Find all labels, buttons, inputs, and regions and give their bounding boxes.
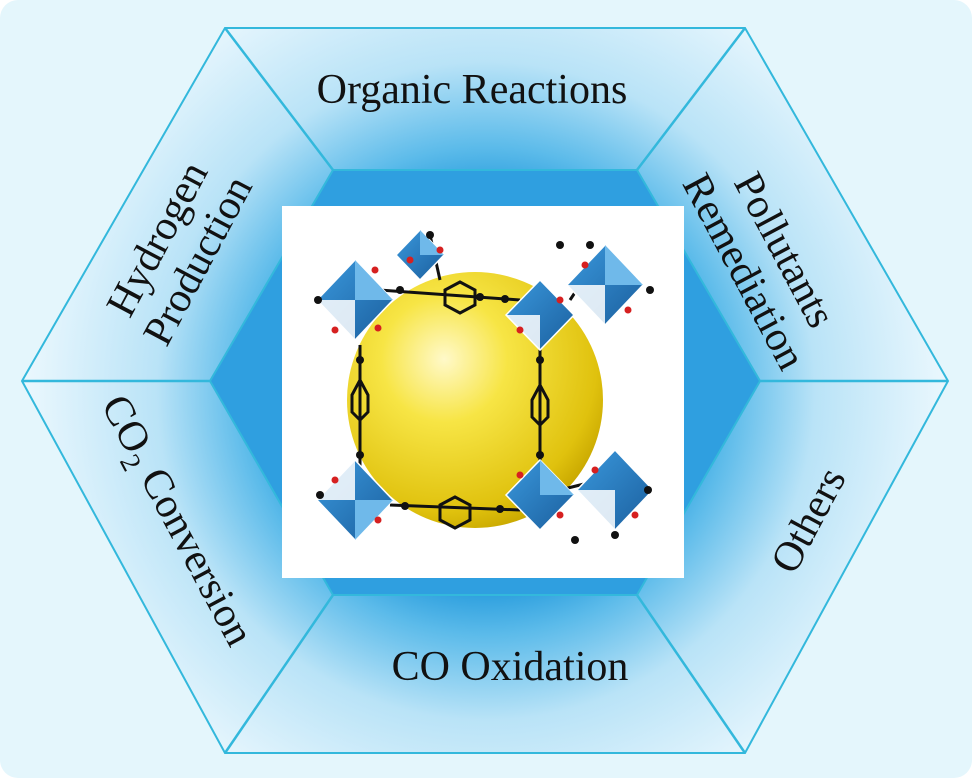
cluster-top-left — [315, 258, 395, 342]
mof-structure-image — [314, 228, 655, 544]
benzene-rings — [350, 280, 550, 530]
cluster-top-center — [504, 278, 576, 352]
segment-dividers — [22, 27, 948, 754]
label-co-oxidation: CO Oxidation — [392, 644, 629, 690]
atoms — [314, 231, 654, 544]
cluster-top-right — [565, 243, 645, 327]
cluster-bottom-center — [504, 458, 576, 532]
label-organic-reactions: Organic Reactions — [317, 67, 628, 113]
